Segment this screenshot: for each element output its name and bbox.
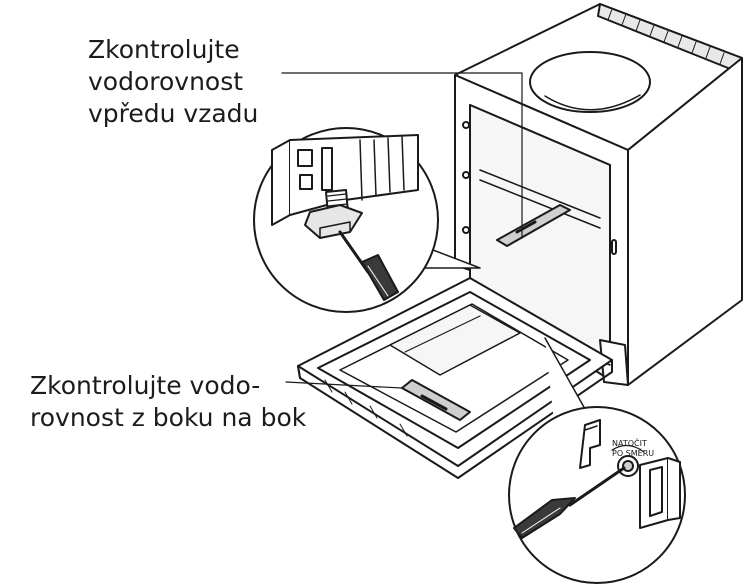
level-side-side <box>401 379 471 421</box>
screwdriver-handle-left <box>361 254 399 301</box>
callout-front-back-line-3: vpředu vzadu <box>88 99 259 128</box>
leader-line-front-back <box>281 72 523 239</box>
detail-label-line2: PO SMĚRU <box>612 447 654 458</box>
callout-front-back-line-2: vodorovnost <box>88 67 244 96</box>
detail-rear-illustration <box>513 419 681 539</box>
level-front-back <box>496 204 571 247</box>
callout-side-side: Zkontrolujte vodo- rovnost z boku na bok <box>30 370 306 434</box>
callout-side-side-line-2: rovnost z boku na bok <box>30 403 307 432</box>
callout-front-back-line-1: Zkontrolujte <box>88 35 240 64</box>
hinge-bracket <box>599 339 629 386</box>
door-inner-panel <box>317 291 591 449</box>
leader-line-side-side <box>285 381 403 389</box>
detail-leg-illustration <box>271 134 419 301</box>
callout-front-back: Zkontrolujte vodorovnost vpředu vzadu <box>88 34 258 130</box>
detail-label-line1: NATOČIT <box>612 437 647 448</box>
detail-circle-rear <box>508 406 686 584</box>
callout-side-side-line-1: Zkontrolujte vodo- <box>30 371 261 400</box>
zoom-pointer-left <box>419 244 481 269</box>
tub-top-disc <box>529 51 651 113</box>
